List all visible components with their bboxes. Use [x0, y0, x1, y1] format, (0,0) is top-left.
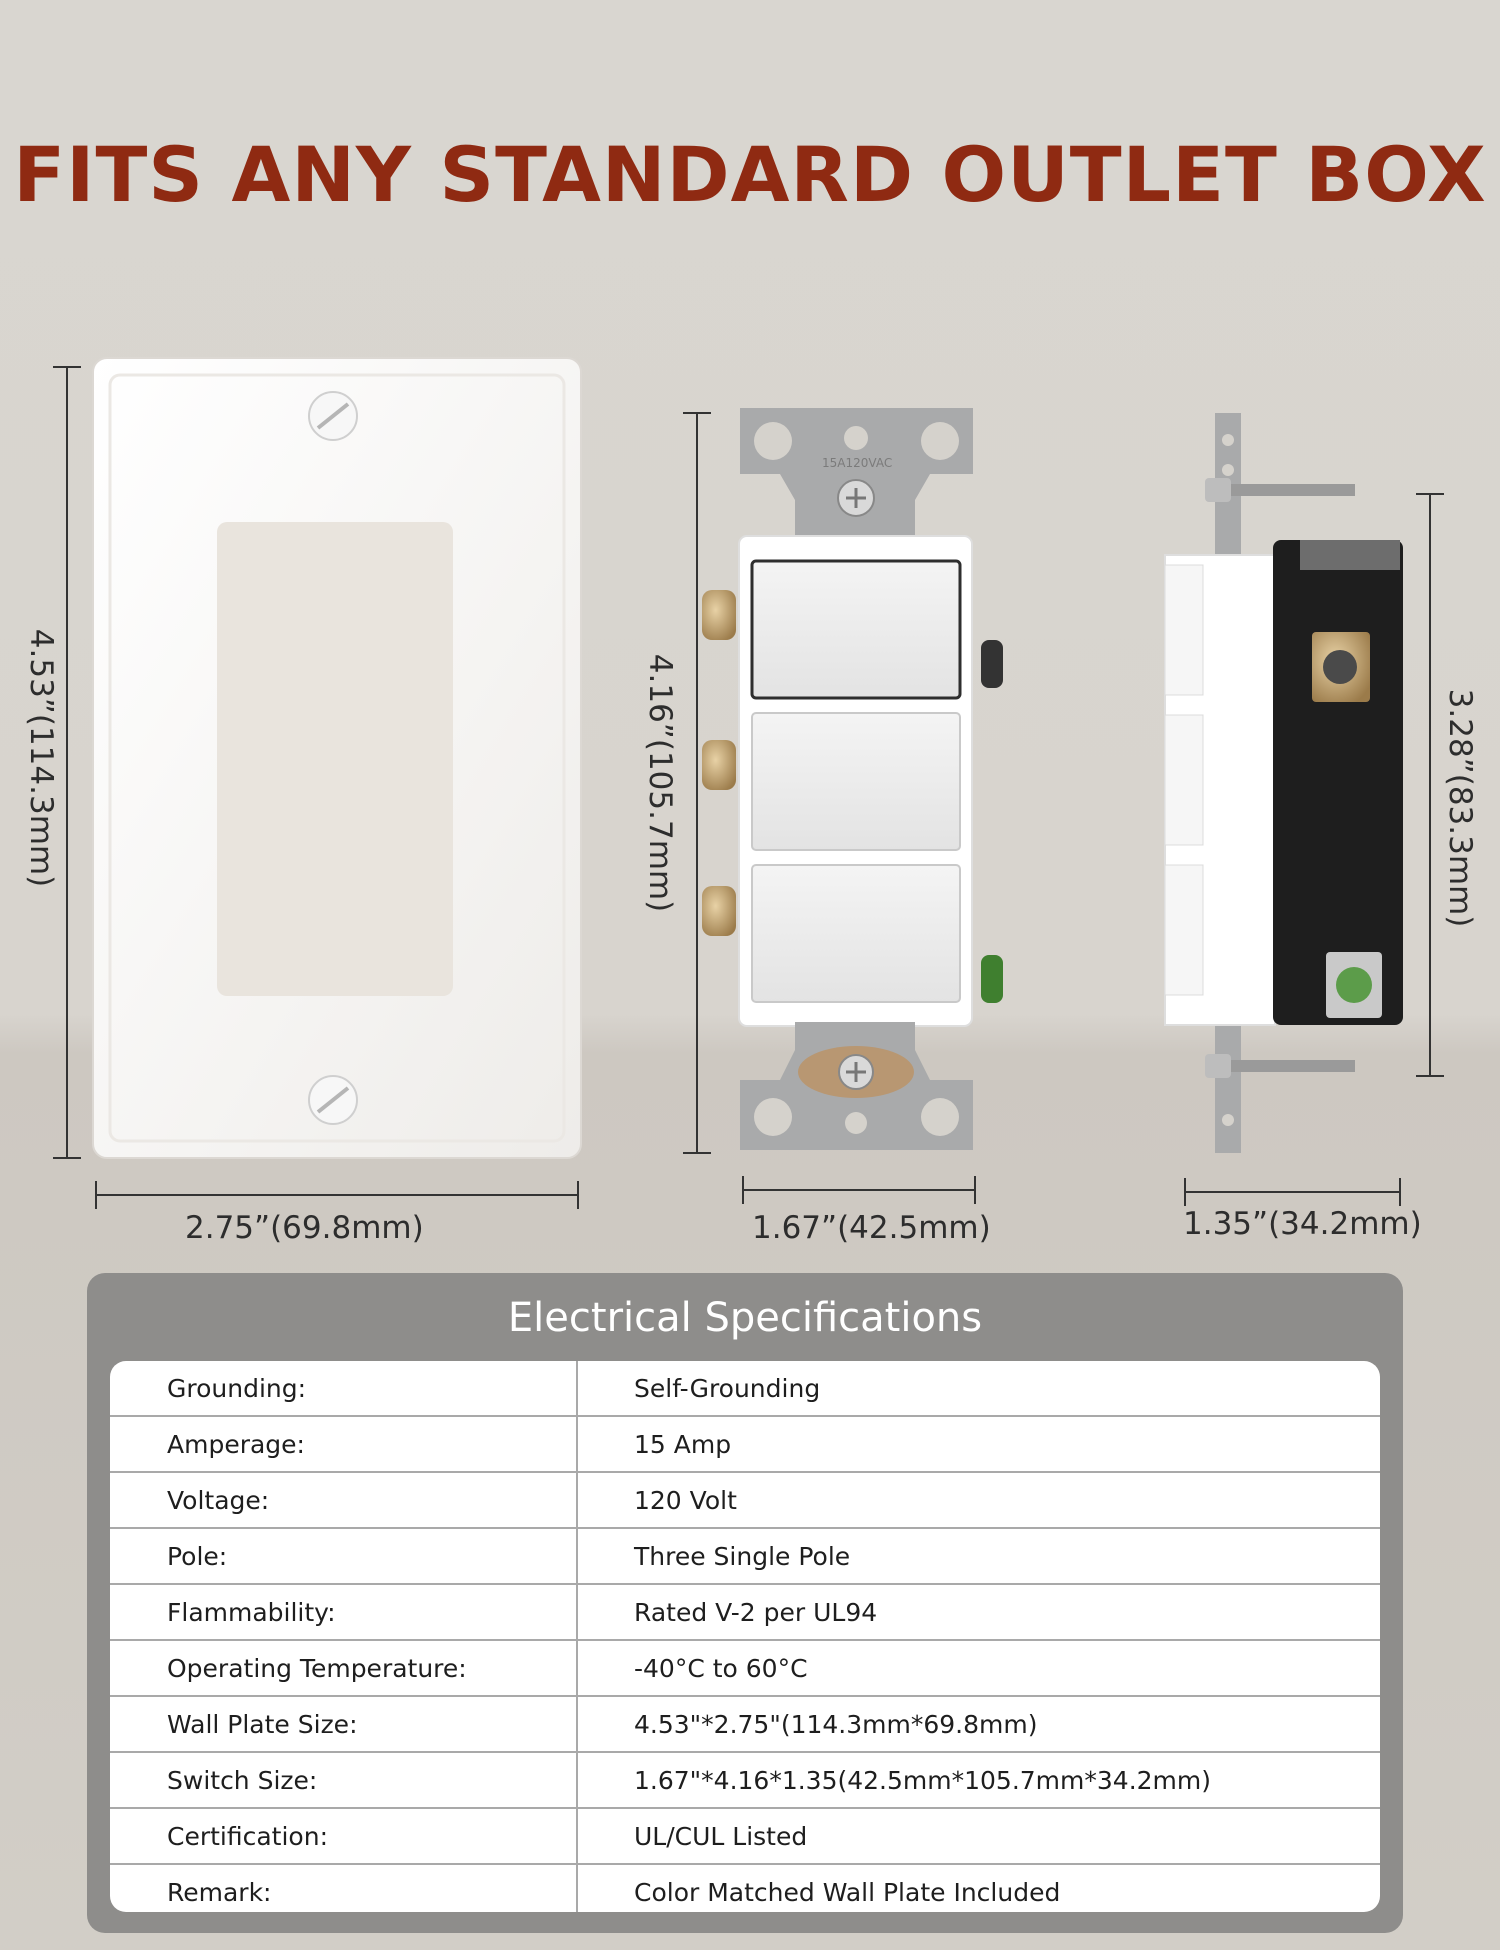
switch-dimension-lines: [683, 412, 976, 1204]
spec-row: Wall Plate Size: 4.53"*2.75"(114.3mm*69.…: [110, 1697, 1380, 1753]
spec-key: Switch Size:: [167, 1766, 318, 1795]
spec-key: Flammability:: [167, 1598, 336, 1627]
spec-key: Pole:: [167, 1542, 228, 1571]
side-height-label: 3.28”(83.3mm): [1442, 688, 1478, 928]
spec-row: Operating Temperature: -40°C to 60°C: [110, 1641, 1380, 1697]
switch-width-label: 1.67”(42.5mm): [752, 1210, 991, 1246]
headline: FITS ANY STANDARD OUTLET BOX: [13, 130, 1487, 219]
spec-row: Switch Size: 1.67"*4.16*1.35(42.5mm*105.…: [110, 1753, 1380, 1809]
spec-value: Rated V-2 per UL94: [634, 1598, 878, 1627]
side-depth-label: 1.35”(34.2mm): [1183, 1206, 1422, 1242]
switch-height-label: 4.16”(105.7mm): [642, 653, 678, 913]
spec-row: Voltage: 120 Volt: [110, 1473, 1380, 1529]
triple-switch-front: 15A120VAC: [702, 408, 1003, 1150]
spec-key: Remark:: [167, 1878, 272, 1907]
switch-rating-label: 15A120VAC: [822, 456, 892, 470]
plate-width-label: 2.75”(69.8mm): [185, 1210, 424, 1246]
spec-value: 15 Amp: [634, 1430, 732, 1459]
spec-row: Certification: UL/CUL Listed: [110, 1809, 1380, 1865]
triple-switch-side: [1164, 413, 1403, 1153]
spec-row: Pole: Three Single Pole: [110, 1529, 1380, 1585]
spec-key: Grounding:: [167, 1374, 307, 1403]
spec-key: Amperage:: [167, 1430, 305, 1459]
spec-value: Self-Grounding: [634, 1374, 821, 1403]
spec-panel: Electrical Specifications Grounding: Sel…: [87, 1273, 1403, 1933]
spec-row: Remark: Color Matched Wall Plate Include…: [110, 1865, 1380, 1912]
product-illustration: 15A120VAC: [53, 357, 1444, 1209]
spec-row: Grounding: Self-Grounding: [110, 1361, 1380, 1417]
spec-value: Color Matched Wall Plate Included: [634, 1878, 1061, 1907]
spec-column-divider: [576, 1361, 578, 1912]
spec-value: 1.67"*4.16*1.35(42.5mm*105.7mm*34.2mm): [634, 1766, 1212, 1795]
spec-value: 4.53"*2.75"(114.3mm*69.8mm): [634, 1710, 1038, 1739]
spec-key: Voltage:: [167, 1486, 270, 1515]
side-dimension-lines: [1184, 493, 1444, 1206]
spec-value: 120 Volt: [634, 1486, 737, 1515]
spec-key: Certification:: [167, 1822, 328, 1851]
plate-height-label: 4.53”(114.3mm): [23, 628, 59, 888]
spec-value: -40°C to 60°C: [634, 1654, 808, 1683]
plate-dimension-lines: [53, 366, 579, 1209]
spec-row: Flammability: Rated V-2 per UL94: [110, 1585, 1380, 1641]
wall-plate: [92, 357, 582, 1159]
spec-title: Electrical Specifications: [507, 1295, 983, 1341]
spec-value: Three Single Pole: [634, 1542, 851, 1571]
spec-row: Amperage: 15 Amp: [110, 1417, 1380, 1473]
spec-key: Operating Temperature:: [167, 1654, 467, 1683]
spec-key: Wall Plate Size:: [167, 1710, 358, 1739]
spec-value: UL/CUL Listed: [634, 1822, 808, 1851]
spec-table: Grounding: Self-Grounding Amperage: 15 A…: [110, 1361, 1380, 1912]
